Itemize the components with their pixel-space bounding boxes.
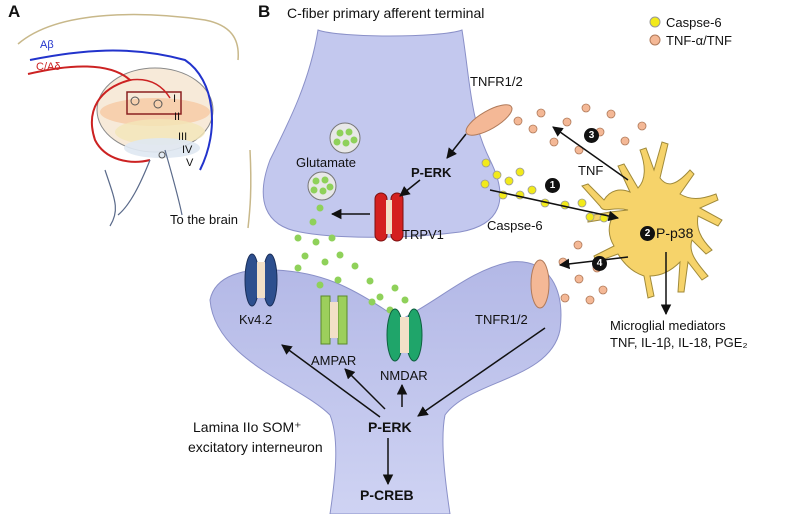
kv42-channel [244, 253, 278, 307]
legend-tnf-label: TNF-α/TNF [666, 33, 732, 48]
trpv1-label: TRPV1 [402, 227, 444, 242]
spinal-cord-schematic [17, 13, 252, 229]
abeta-fiber-label: Aβ [40, 39, 54, 51]
panel-b-title: C-fiber primary afferent terminal [287, 5, 485, 21]
tnfr-top-label: TNFR1/2 [470, 74, 523, 89]
interneuron-label-2: excitatory interneuron [188, 439, 323, 455]
lamina-i: I [173, 93, 177, 105]
p38-label: P-p38 [656, 225, 694, 241]
interneuron-body [209, 261, 562, 515]
cfiber-label: C/Aδ [36, 61, 61, 73]
panel-a-label: A [8, 2, 21, 21]
trpv1-channel [374, 192, 404, 242]
lamina-v: V [186, 157, 194, 169]
interneuron-label-1: Lamina IIo SOM⁺ [193, 419, 302, 435]
signaling-arrows [281, 126, 672, 486]
glutamate-vesicle-2 [307, 171, 337, 201]
panel-b-label: B [258, 2, 271, 21]
nmdar-receptor [386, 308, 423, 362]
kv42-label: Kv4.2 [239, 312, 273, 327]
step-4-badge: 4 [592, 256, 607, 271]
glutamate-vesicle [329, 122, 361, 154]
step-1-badge: 1 [545, 178, 560, 193]
lamina-ii: II [174, 111, 181, 123]
caspase-label: Caspse-6 [487, 218, 543, 233]
mediators-label-2: TNF, IL-1β, IL-18, PGE₂ [610, 335, 748, 350]
legend-caspase-label: Caspse-6 [666, 15, 722, 30]
tnfr-bottom-receptor [530, 259, 550, 309]
lamina-iii: III [178, 131, 188, 143]
to-brain-label: To the brain [170, 212, 238, 227]
mediators-label-1: Microglial mediators [610, 318, 726, 333]
tnf-label: TNF [578, 163, 604, 178]
tnfr-bottom-label: TNFR1/2 [475, 312, 528, 327]
step-3-badge: 3 [584, 128, 599, 143]
nmdar-label: NMDAR [380, 368, 428, 383]
step-2-badge: 2 [640, 226, 655, 241]
ampar-receptor [320, 295, 348, 345]
lamina-iv: IV [182, 144, 193, 156]
perk-bottom-label: P-ERK [368, 419, 412, 435]
microglia-cell [581, 141, 723, 299]
pcreb-label: P-CREB [360, 487, 414, 503]
perk-top-label: P-ERK [411, 165, 452, 180]
legend-caspase-swatch [649, 16, 661, 28]
glutamate-label: Glutamate [296, 155, 356, 170]
ampar-label: AMPAR [311, 353, 357, 368]
legend-tnf-swatch [649, 34, 661, 46]
tnfr-top-receptor [465, 104, 513, 136]
